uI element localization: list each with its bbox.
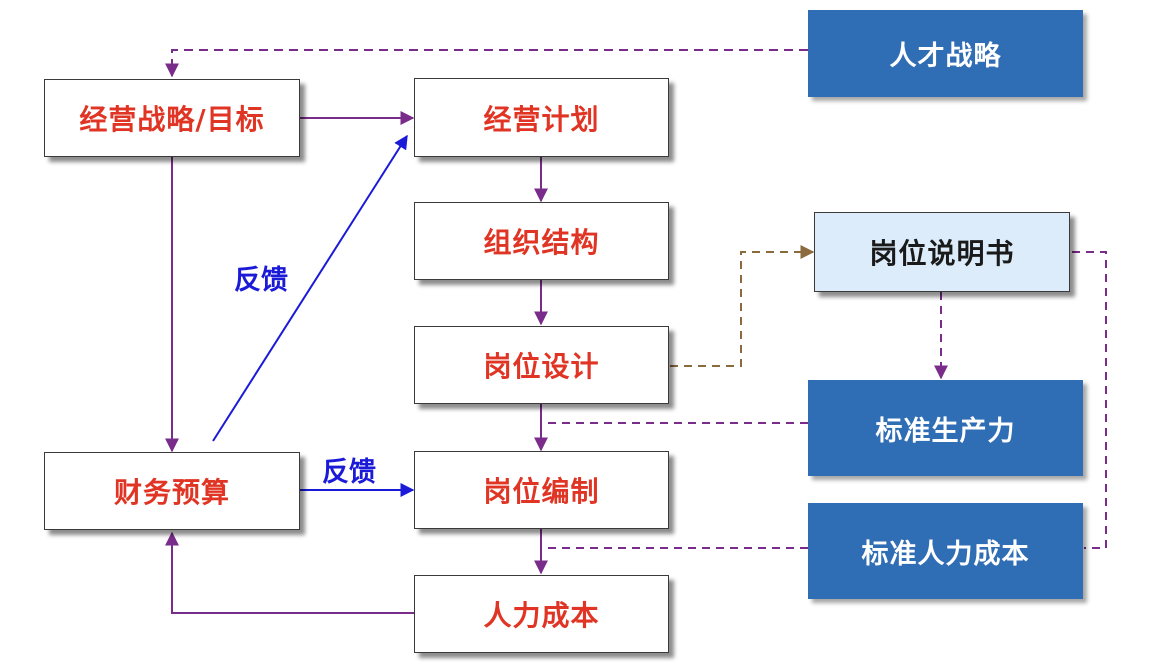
budget-to-plan-feedback-connector <box>212 134 408 442</box>
budget-label: 财务预算 <box>113 476 230 509</box>
talent-strategy-node: 人才战略 <box>808 10 1083 97</box>
jobdesc-to-stdcost-connector <box>1072 251 1107 549</box>
job-description-label: 岗位说明书 <box>869 237 1015 270</box>
position-design-node: 岗位设计 <box>414 326 669 404</box>
labor-cost-label: 人力成本 <box>483 599 600 632</box>
budget-node: 财务预算 <box>44 452 300 530</box>
org-node: 组织结构 <box>414 202 669 280</box>
plan-label: 经营计划 <box>483 102 600 136</box>
cost-to-budget-connector <box>165 531 414 614</box>
position-design-label: 岗位设计 <box>483 350 600 383</box>
standard-labor-cost-node: 标准人力成本 <box>808 503 1083 599</box>
staffing-label: 岗位编制 <box>483 475 600 508</box>
job-description-node: 岗位说明书 <box>814 212 1070 292</box>
feedback-horizontal-label: 反馈 <box>322 457 376 488</box>
standard-labor-cost-label: 标准人力成本 <box>861 538 1030 570</box>
design-to-jobdesc-connector <box>670 245 815 367</box>
standard-productivity-node: 标准生产力 <box>808 380 1083 476</box>
standard-productivity-label: 标准生产力 <box>875 415 1016 447</box>
strategy-node: 经营战略/目标 <box>44 79 300 157</box>
strategy-label: 经营战略/目标 <box>79 103 265 136</box>
feedback-diagonal-label: 反馈 <box>234 265 288 296</box>
labor-cost-node: 人力成本 <box>414 575 669 653</box>
staffing-node: 岗位编制 <box>414 451 669 529</box>
plan-node: 经营计划 <box>414 78 669 157</box>
talent-strategy-label: 人才战略 <box>889 41 1002 72</box>
org-label: 组织结构 <box>483 226 600 259</box>
talent-to-strategy-connector <box>165 49 808 78</box>
